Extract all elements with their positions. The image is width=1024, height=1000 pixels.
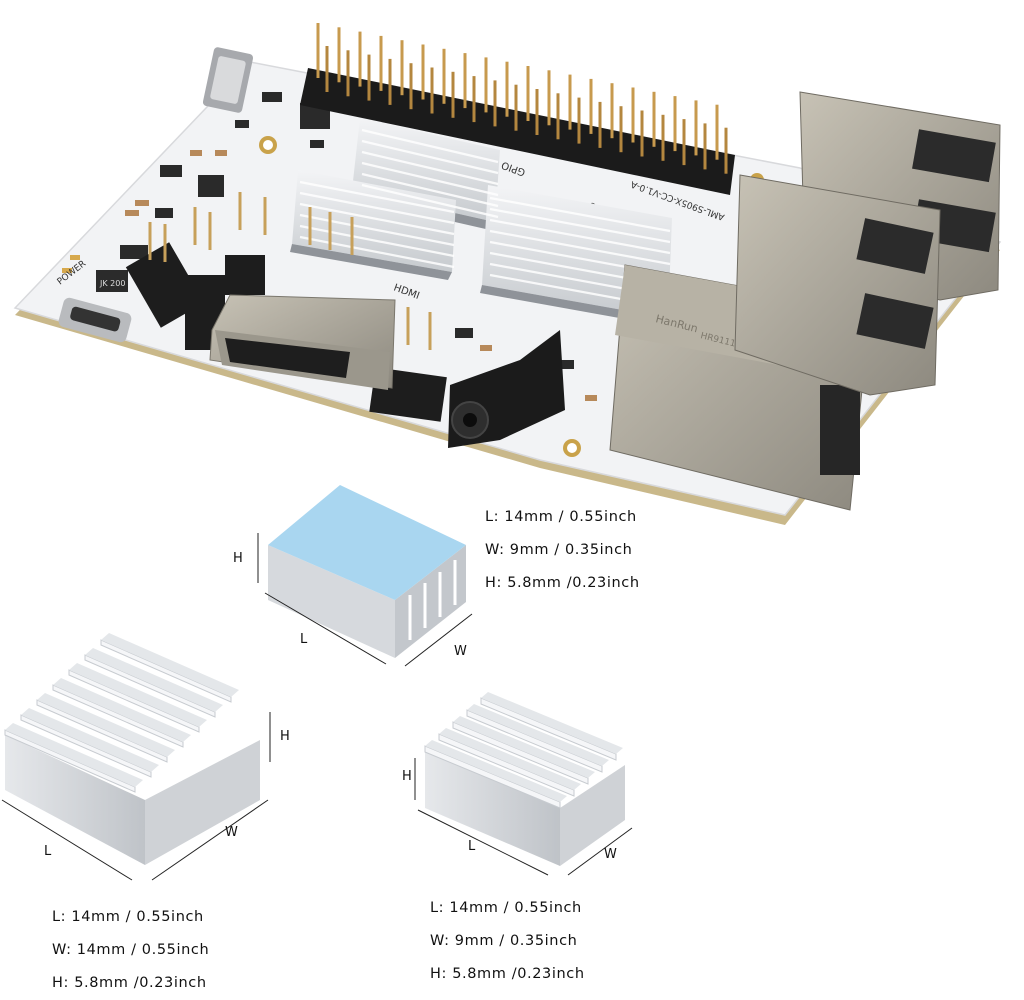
spec-width: W: 9mm / 0.35inch	[430, 933, 578, 949]
micro-usb-port	[58, 297, 132, 343]
heatsink-small: H L W	[402, 692, 633, 876]
spec-width: W: 14mm / 0.55inch	[52, 942, 210, 958]
heatsink-large: H L W	[1, 633, 290, 881]
dim-h-label-small: H	[402, 769, 412, 784]
spec-width: W: 9mm / 0.35inch	[485, 542, 633, 558]
dim-h-label: H	[233, 551, 243, 566]
audio-jack	[448, 330, 565, 448]
usb-port-stack-front	[734, 174, 941, 396]
dim-l-label: L	[300, 632, 308, 647]
dim-l-label-small: L	[468, 839, 476, 854]
spec-block-large: L: 14mm / 0.55inch W: 14mm / 0.55inch H:…	[52, 901, 209, 1000]
spec-length: L: 14mm / 0.55inch	[485, 509, 637, 525]
dim-w-label-small: W	[604, 847, 617, 862]
dim-w-label: W	[454, 644, 467, 659]
dim-h-label-large: H	[280, 729, 290, 744]
dim-l-label-large: L	[44, 844, 52, 859]
hdmi-port	[209, 294, 396, 390]
dim-w-label-large: W	[225, 825, 238, 840]
spec-height: H: 5.8mm /0.23inch	[485, 575, 640, 591]
spec-height: H: 5.8mm /0.23inch	[430, 966, 585, 982]
spec-block-medium: L: 14mm / 0.55inch W: 9mm / 0.35inch H: …	[485, 501, 640, 600]
spec-length: L: 14mm / 0.55inch	[52, 909, 204, 925]
ir-receiver	[202, 47, 254, 113]
svg-text:JK 200: JK 200	[99, 279, 125, 288]
chip-jk200: JK 200	[96, 270, 128, 292]
spec-height: H: 5.8mm /0.23inch	[52, 975, 207, 991]
board-heatsink-b	[290, 170, 456, 280]
gpio-header	[300, 23, 735, 195]
heatsink-medium: H L W	[233, 485, 473, 667]
spec-block-small: L: 14mm / 0.55inch W: 9mm / 0.35inch H: …	[430, 892, 585, 991]
thermal-pad	[268, 485, 466, 600]
spec-length: L: 14mm / 0.55inch	[430, 900, 582, 916]
